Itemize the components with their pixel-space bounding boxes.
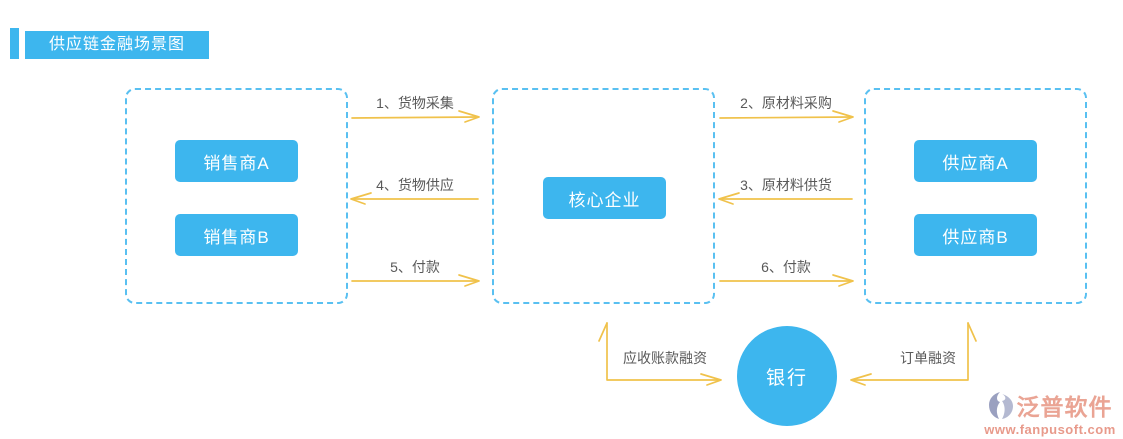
flow-label-payment-to-suppliers: 6、付款 (761, 259, 811, 275)
watermark-brand: 泛普软件 (1016, 394, 1113, 420)
diagram-title: 供应链金融场景图 (25, 31, 209, 59)
node-seller-b: 销售商B (175, 214, 298, 256)
group-box-sellers: 销售商A 销售商B (125, 88, 348, 304)
node-supplier-a: 供应商A (914, 140, 1037, 182)
node-core-enterprise: 核心企业 (543, 177, 666, 219)
flow-label-goods-collection: 1、货物采集 (376, 95, 454, 111)
flow-label-materials-supply: 3、原材料供货 (740, 177, 832, 193)
group-box-core-enterprise: 核心企业 (492, 88, 715, 304)
node-seller-a: 销售商A (175, 140, 298, 182)
financing-label-receivables: 应收账款融资 (623, 350, 707, 366)
flow-label-goods-supply: 4、货物供应 (376, 177, 454, 193)
title-accent-bar (10, 28, 19, 59)
flow-label-materials-purchase: 2、原材料采购 (740, 95, 832, 111)
node-bank: 银行 (737, 326, 837, 426)
group-box-suppliers: 供应商A 供应商B (864, 88, 1087, 304)
watermark: 泛普软件 www.fanpusoft.com (981, 388, 1119, 437)
flow-label-payment-to-core: 5、付款 (390, 259, 440, 275)
watermark-logo-icon (988, 391, 1014, 420)
node-supplier-b: 供应商B (914, 214, 1037, 256)
financing-label-order: 订单融资 (900, 350, 956, 366)
watermark-url: www.fanpusoft.com (984, 422, 1116, 437)
